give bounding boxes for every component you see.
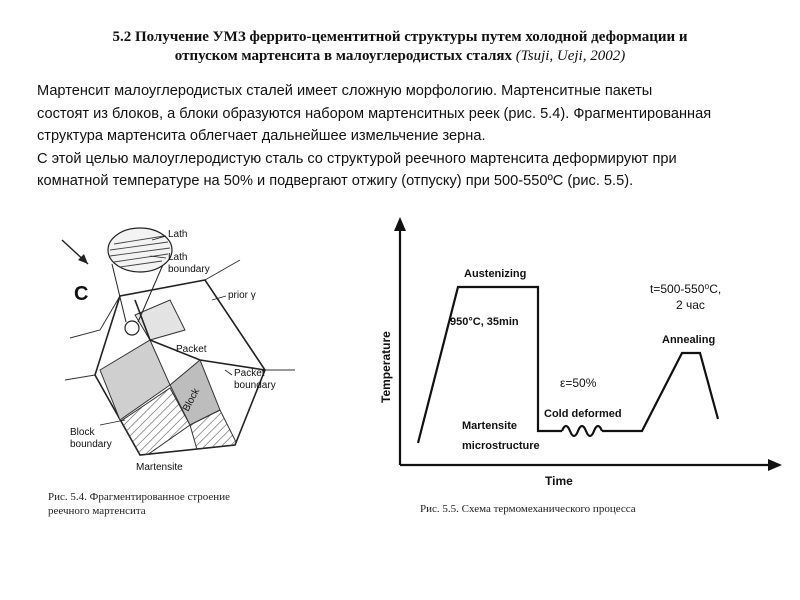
callout-line xyxy=(137,259,166,323)
label-austenizing: Austenizing xyxy=(464,268,526,280)
x-axis-arrow xyxy=(768,459,782,471)
body-paragraph: Мартенсит малоуглеродистых сталей имеет … xyxy=(37,80,797,193)
heading-line-2-text: отпуском мартенсита в малоуглеродистых с… xyxy=(174,48,513,64)
caption-5-4-line-2: реечного мартенсита xyxy=(48,505,146,517)
block-band xyxy=(134,299,186,341)
label-anneal-temp-1: t=500-550⁰С, xyxy=(650,282,721,296)
deformation-spring xyxy=(560,424,604,438)
label-lath-boundary-1: Lath xyxy=(168,252,187,263)
leader-line xyxy=(211,295,227,301)
leader-line xyxy=(149,255,167,259)
label-austenizing-conditions: 950°C, 35min xyxy=(450,316,519,328)
label-strain: ε=50% xyxy=(560,376,597,390)
label-prior-gamma: prior γ xyxy=(228,290,256,301)
callout-line xyxy=(111,263,127,323)
label-martensite-2: microstructure xyxy=(462,440,540,452)
thermomechanical-process-diagram: Temperature Time Austenizing 950°C, 35mi… xyxy=(379,217,782,488)
neighbor-grain-boundary xyxy=(204,259,241,281)
figure-caption-5-4: Рис. 5.4. Фрагментированное строение рее… xyxy=(48,490,230,518)
leader-line xyxy=(224,369,233,376)
paragraph-line-1: Мартенсит малоуглеродистых сталей имеет … xyxy=(37,83,653,99)
x-axis-label: Time xyxy=(545,474,573,488)
paragraph-line-4: С этой целью малоуглеродистую сталь со с… xyxy=(37,150,677,167)
neighbor-grain-boundary xyxy=(69,295,121,339)
packet-boundary-line xyxy=(134,299,151,341)
figure-caption-5-5: Рис. 5.5. Схема термомеханического проце… xyxy=(420,502,636,516)
lath-inset xyxy=(107,227,173,273)
label-packet-boundary-1: Packet xyxy=(234,368,265,379)
section-heading: 5.2 Получение УМЗ феррито-цементитной ст… xyxy=(20,28,780,66)
leader-line xyxy=(151,235,167,241)
y-axis-label: Temperature xyxy=(379,331,393,403)
packet-boundary-line xyxy=(149,339,265,371)
paragraph-line-3: структура мартенсита облегчает дальнейше… xyxy=(37,128,486,144)
label-annealing: Annealing xyxy=(662,334,715,346)
paragraph-line-5: комнатной температуре на 50% и подвергаю… xyxy=(37,173,634,189)
label-cold-deformed: Cold deformed xyxy=(544,408,622,420)
y-axis-arrow xyxy=(394,217,406,231)
heading-line-2: отпуском мартенсита в малоуглеродистых с… xyxy=(20,47,780,66)
arrow-head xyxy=(78,254,88,264)
leader-line xyxy=(99,419,126,426)
caption-5-5-line: Рис. 5.5. Схема термомеханического проце… xyxy=(420,503,636,515)
label-martensite-1: Martensite xyxy=(462,420,517,432)
magnified-callout xyxy=(124,320,140,336)
martensite-morphology-diagram: C Lath Lath boundary prior γ Packet Pack… xyxy=(61,227,295,473)
lath-lines xyxy=(109,235,171,268)
heading-reference: (Tsuji, Ueji, 2002) xyxy=(515,48,626,64)
label-packet: Packet xyxy=(176,344,207,355)
caption-5-4-line-1: Рис. 5.4. Фрагментированное строение xyxy=(48,491,230,503)
process-curve-anneal xyxy=(602,351,720,433)
neighbor-grain-boundary xyxy=(64,374,96,381)
paragraph-line-2: состоят из блоков, а блоки образуются на… xyxy=(37,105,712,122)
label-block-boundary-2: boundary xyxy=(70,439,112,450)
label-anneal-temp-2: 2 час xyxy=(676,298,705,312)
process-curve xyxy=(416,285,562,444)
label-lath: Lath xyxy=(168,229,187,240)
label-packet-boundary-2: boundary xyxy=(234,380,276,391)
label-c: C xyxy=(74,283,88,305)
label-lath-boundary-2: boundary xyxy=(168,264,210,275)
heading-line-1: 5.2 Получение УМЗ феррито-цементитной ст… xyxy=(112,29,688,45)
label-martensite: Martensite xyxy=(136,462,183,473)
label-block-boundary-1: Block xyxy=(70,427,95,438)
